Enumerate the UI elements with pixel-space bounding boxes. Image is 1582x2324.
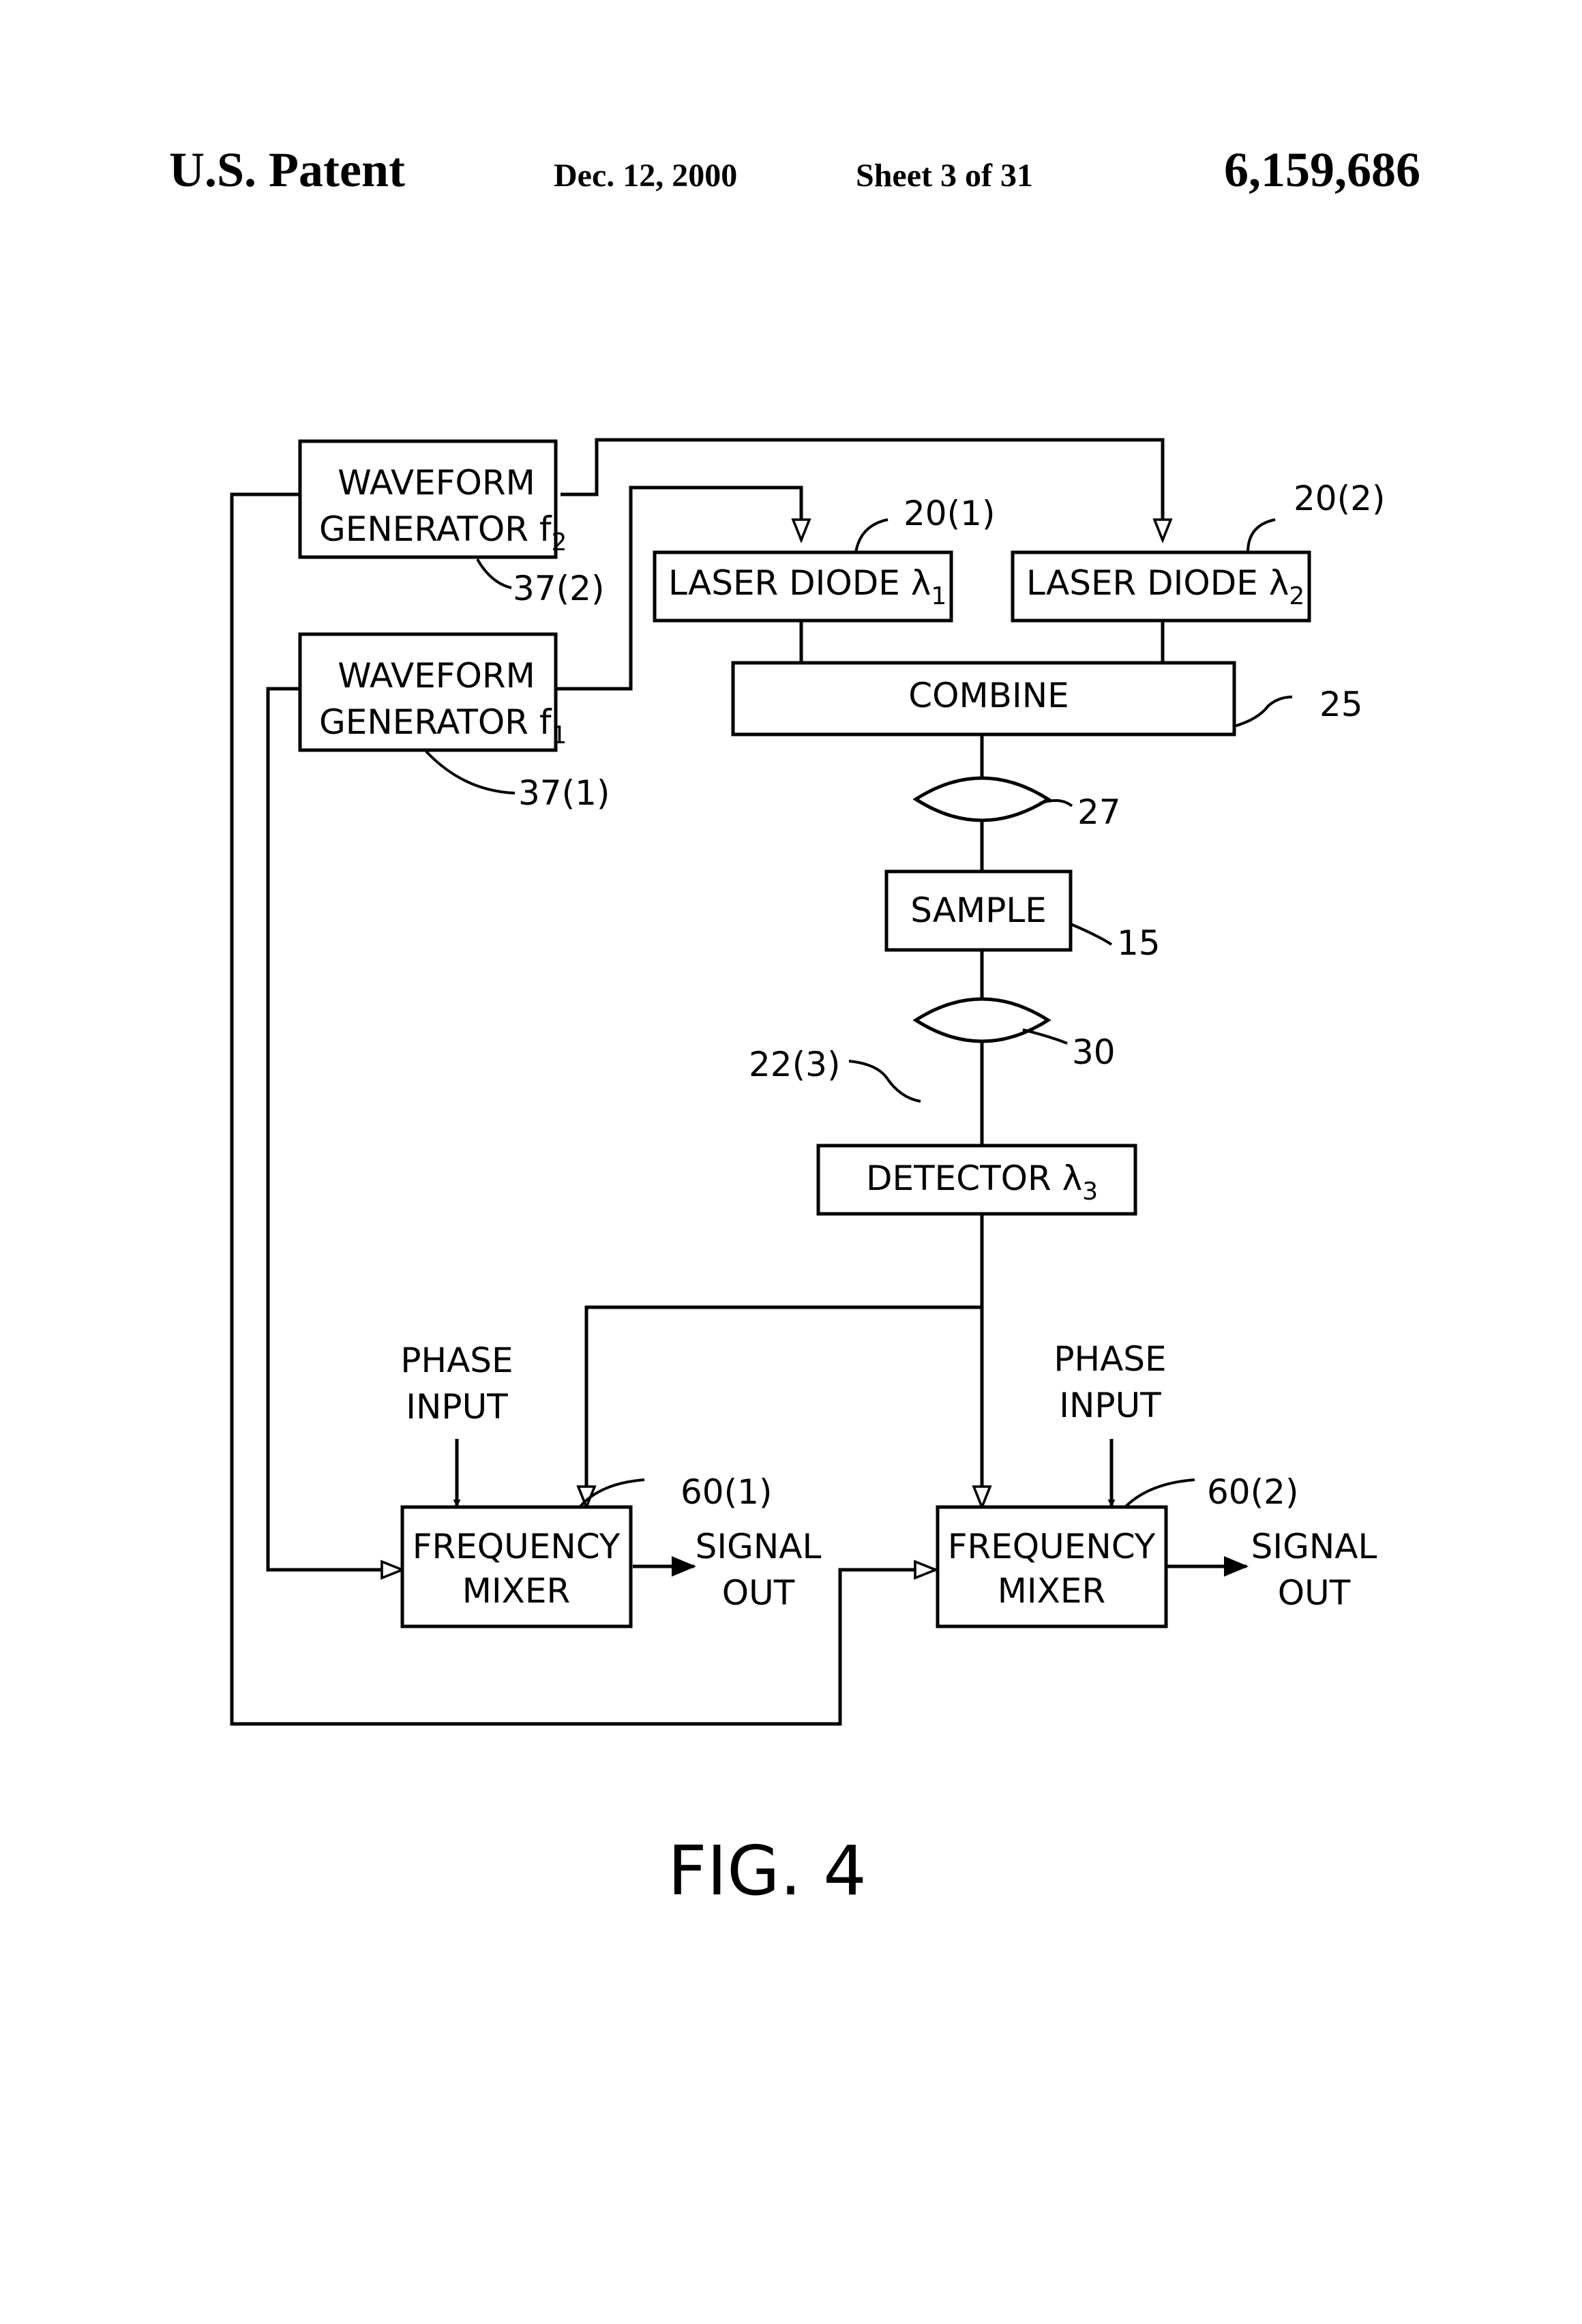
detector-label: DETECTOR λ [866,1159,1082,1198]
wire-detector-to-mixer1 [586,1307,982,1507]
waveform-generator-f2: WAVEFORM GENERATOR f2 [300,441,567,557]
ref-15: 15 [1117,923,1161,963]
combine-label: COMBINE [908,676,1069,715]
leader-60-2 [1125,1480,1195,1507]
leader-22-3 [849,1061,921,1101]
wfg1-line1: WAVEFORM [338,656,535,696]
lens-27 [916,778,1048,820]
leader-25 [1234,697,1292,726]
ref-20-2: 20(2) [1294,479,1385,518]
wire-wfg2-to-ld2 [561,440,1163,540]
leader-20-2 [1248,520,1275,552]
ref-22-3: 22(3) [749,1045,840,1084]
ld2-subscript: 2 [1289,582,1304,610]
ref-20-1: 20(1) [904,494,995,533]
reference-numerals: 37(2) 37(1) 20(1) 20(2) 25 27 15 30 22(3… [426,479,1385,1512]
mixer1-line1: FREQUENCY [413,1527,621,1566]
sample-block: SAMPLE [886,872,1071,950]
leader-20-1 [856,520,888,552]
ref-37-2: 37(2) [513,569,604,608]
ref-27: 27 [1077,792,1121,832]
wfg2-line2: GENERATOR f [319,509,552,549]
ld1-label: LASER DIODE λ [668,563,931,603]
mixer2-line2: MIXER [998,1571,1105,1611]
sample-label: SAMPLE [910,891,1047,930]
figure-caption: FIG. 4 [668,1831,867,1911]
signal-out-1-line1: SIGNAL [696,1527,822,1566]
signal-out-2-line1: SIGNAL [1251,1527,1377,1566]
mixer2-line1: FREQUENCY [948,1527,1156,1566]
phase-input-2-line1: PHASE [1054,1339,1166,1379]
waveform-generator-f1: WAVEFORM GENERATOR f1 [300,634,567,750]
ref-30: 30 [1072,1032,1116,1072]
phase-input-2-line2: INPUT [1059,1386,1161,1425]
wfg1-line2: GENERATOR f [319,702,552,742]
leader-37-1 [426,751,515,793]
signal-out-2-line2: OUT [1278,1573,1351,1613]
laser-diode-1: LASER DIODE λ1 [655,552,951,621]
ref-60-2: 60(2) [1207,1472,1298,1512]
wire-wfg1-to-mixer1 [268,689,402,1570]
lens-30 [916,999,1048,1041]
ref-25: 25 [1319,685,1363,724]
ref-37-1: 37(1) [518,773,610,813]
wfg1-subscript: 1 [552,721,567,749]
signal-out-1-line2: OUT [722,1573,795,1613]
frequency-mixer-2: FREQUENCY MIXER [938,1507,1166,1626]
detector-subscript: 3 [1082,1178,1098,1206]
mixer1-line2: MIXER [462,1571,570,1611]
ref-60-1: 60(1) [681,1472,772,1512]
wfg2-line1: WAVEFORM [338,463,535,503]
laser-diode-2: LASER DIODE λ2 [1013,552,1309,621]
ld2-label: LASER DIODE λ [1026,563,1289,603]
leader-60-1 [580,1480,644,1507]
phase-input-1-line2: INPUT [406,1387,508,1427]
leader-37-2 [477,559,511,588]
leader-15 [1071,924,1111,944]
combine-block: COMBINE [733,663,1234,734]
frequency-mixer-1: FREQUENCY MIXER [402,1507,631,1626]
leader-27 [1040,801,1072,806]
wfg2-subscript: 2 [552,528,567,556]
phase-input-1-line1: PHASE [400,1341,513,1380]
detector-block: DETECTOR λ3 [818,1146,1135,1214]
ld1-subscript: 1 [931,582,946,610]
leader-30 [1023,1030,1067,1043]
